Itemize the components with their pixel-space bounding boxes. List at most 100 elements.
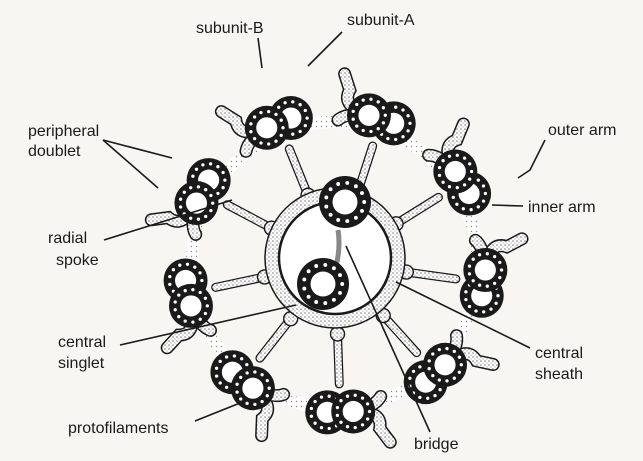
protofilament — [336, 406, 339, 409]
protofilament — [179, 205, 182, 208]
protofilament — [340, 282, 344, 286]
protofilament — [204, 312, 207, 315]
protofilament — [360, 191, 364, 195]
protofilament — [314, 264, 318, 268]
protofilament — [221, 186, 224, 189]
protofilament — [463, 156, 466, 159]
protofilament — [184, 289, 187, 292]
protofilament — [291, 133, 294, 136]
protofilament — [199, 318, 202, 321]
protofilament — [280, 134, 283, 137]
subunit-a-tubule — [463, 248, 507, 292]
protofilament — [310, 415, 313, 418]
protofilament — [260, 400, 263, 403]
protofilament — [313, 400, 316, 403]
protofilament — [468, 264, 471, 267]
protofilament — [259, 141, 262, 144]
protofilament — [239, 376, 242, 379]
protofilament — [201, 163, 204, 166]
protofilament — [197, 185, 200, 188]
protofilament — [323, 301, 327, 305]
protofilament — [267, 110, 270, 113]
protofilament — [314, 300, 318, 304]
label-inner-arm: inner arm — [528, 199, 596, 216]
label-central-singlet-line1: central — [58, 334, 106, 351]
protofilament — [281, 126, 284, 129]
protofilament — [453, 377, 456, 380]
protofilament — [245, 363, 248, 366]
protofilament — [484, 192, 487, 195]
protofilament — [268, 387, 271, 390]
protofilament — [368, 410, 371, 413]
protofilament — [223, 178, 226, 181]
protofilament — [283, 101, 286, 104]
protofilament — [500, 268, 503, 271]
protofilament — [401, 108, 404, 111]
protofilament — [307, 269, 311, 273]
protofilament — [332, 266, 336, 270]
protofilament — [482, 199, 485, 202]
protofilament — [204, 297, 207, 300]
protofilament — [179, 198, 182, 201]
protofilament — [382, 121, 385, 124]
protofilament — [441, 159, 444, 162]
protofilament — [406, 129, 409, 132]
protofilament — [478, 253, 481, 256]
protofilament — [183, 191, 186, 194]
protofilament — [355, 103, 358, 106]
protofilament — [384, 114, 387, 117]
protofilament — [320, 395, 323, 398]
protofilament — [369, 130, 372, 133]
radial-spoke — [376, 309, 416, 353]
protofilament — [354, 426, 357, 429]
protofilament — [477, 178, 480, 181]
protofilament — [178, 264, 181, 267]
protofilament — [191, 288, 194, 291]
protofilament — [456, 154, 459, 157]
label-central-singlet-line2: singlet — [58, 355, 105, 372]
protofilament — [418, 396, 421, 399]
protofilament — [329, 213, 333, 217]
protofilament — [453, 350, 456, 353]
protofilament — [219, 381, 222, 384]
protofilament — [452, 196, 455, 199]
protofilament — [428, 359, 431, 362]
protofilament — [339, 421, 342, 424]
protofilament — [209, 209, 212, 212]
leader-protofilaments — [195, 403, 240, 421]
protofilament — [177, 293, 180, 296]
label-radial-spoke-line1: radial — [48, 230, 87, 247]
protofilament — [305, 116, 308, 119]
protofilament — [468, 272, 471, 275]
subunit-a-tubule — [433, 149, 477, 193]
protofilament — [298, 130, 301, 133]
protofilament — [478, 284, 481, 287]
protofilament — [177, 315, 180, 318]
protofilament — [489, 307, 492, 310]
protofilament — [245, 371, 248, 374]
protofilament — [274, 140, 277, 143]
label-subunit-a: subunit-A — [347, 12, 415, 29]
protofilament — [313, 422, 316, 425]
protofilament — [193, 265, 196, 268]
protofilament — [206, 304, 209, 307]
protofilament — [428, 367, 431, 370]
protofilament — [253, 115, 256, 118]
protofilament — [464, 290, 467, 293]
protofilament — [235, 390, 238, 393]
protofilament — [338, 291, 342, 295]
protofilament — [354, 184, 358, 188]
radial-spoke — [331, 327, 345, 384]
protofilament — [302, 277, 306, 281]
protofilament — [438, 378, 441, 381]
protofilament — [235, 383, 238, 386]
protofilament — [401, 135, 404, 138]
protofilament — [498, 261, 501, 264]
protofilament — [464, 298, 467, 301]
radial-spoke — [216, 270, 272, 287]
protofilament — [352, 118, 355, 121]
label-outer-arm: outer arm — [548, 122, 616, 139]
protofilament — [249, 130, 252, 133]
central-singlet-bottom — [297, 258, 349, 310]
subunit-a-tubule — [169, 284, 213, 328]
